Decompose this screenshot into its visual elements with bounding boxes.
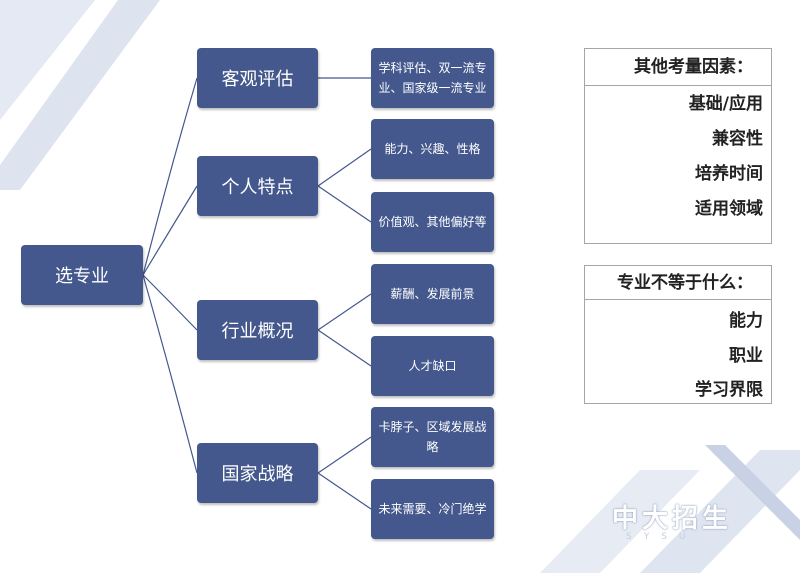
branch-personal-traits: 个人特点 xyxy=(197,156,318,216)
root-node: 选专业 xyxy=(21,245,143,305)
branch-objective-assessment: 客观评估 xyxy=(197,48,318,108)
leaf-ability-interest-personality: 能力、兴趣、性格 xyxy=(371,119,494,179)
leaf-bottleneck-regional-strategy: 卡脖子、区域发展战略 xyxy=(371,407,494,467)
other-factors-item: 基础/应用 xyxy=(688,94,763,114)
leaf-salary-prospects: 薪酬、发展前景 xyxy=(371,264,494,324)
major-is-not-item: 能力 xyxy=(729,311,763,331)
major-is-not-title: 专业不等于什么： xyxy=(585,266,771,300)
major-is-not-item: 职业 xyxy=(729,346,763,366)
major-is-not-panel: 专业不等于什么： 能力 职业 学习界限 xyxy=(584,265,772,404)
other-factors-title: 其他考量因素： xyxy=(585,49,771,86)
branch-national-strategy: 国家战略 xyxy=(197,443,318,503)
leaf-talent-gap: 人才缺口 xyxy=(371,336,494,396)
leaf-discipline-evaluation: 学科评估、双一流专业、国家级一流专业 xyxy=(371,48,494,108)
other-factors-item: 培养时间 xyxy=(695,164,763,184)
leaf-values-preferences: 价值观、其他偏好等 xyxy=(371,192,494,252)
other-factors-panel: 其他考量因素： 基础/应用 兼容性 培养时间 适用领域 xyxy=(584,48,772,244)
leaf-future-needs-rare-studies: 未来需要、冷门绝学 xyxy=(371,479,494,539)
watermark-logo-text: 中大招生 xyxy=(612,504,733,534)
major-is-not-item: 学习界限 xyxy=(695,380,763,400)
other-factors-item: 适用领域 xyxy=(695,199,763,219)
branch-industry-overview: 行业概况 xyxy=(197,300,318,360)
watermark-subtext: SYSU xyxy=(626,532,698,542)
other-factors-item: 兼容性 xyxy=(712,129,763,149)
